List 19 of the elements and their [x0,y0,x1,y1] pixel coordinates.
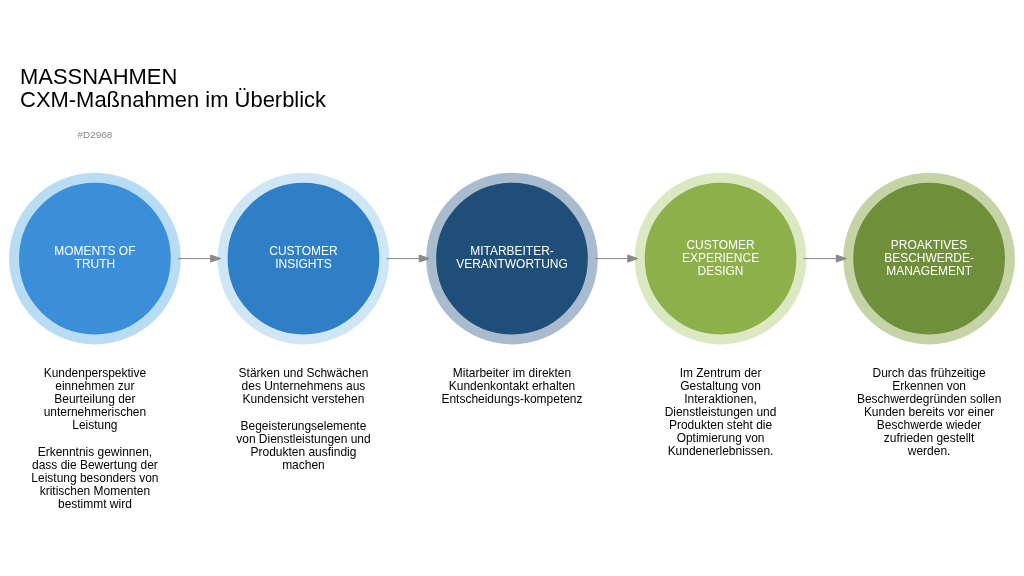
node-circle: CUSTOMER INSIGHTS [217,172,390,344]
node-circle: MOMENTS OF TRUTH [9,172,181,344]
arrow [803,254,847,263]
node-label: Kundenperspektive einnehmen zur Beurteilung der unternehmerischen Leistung [43,365,147,432]
node-circle: MITARBEITER-VERANTWORTUNG [426,172,598,344]
caption: CXM-Maßnahmen im Überblick [20,86,327,112]
diagram-title: MASSNAHMEN [20,63,178,89]
node-label: Begeisterungselemente von Dienstleistungen und Produkten ausfindig machen [236,418,371,472]
label: #D2968 [77,128,113,140]
node-label: Mitarbeiter im direkten Kundenkontakt erhalten Entscheidungs-kompetenz [441,365,583,406]
node-label: Im Zentrum der Gestaltung von Interaktionen, Dienstleistungen und Produkten steht die Optimierung von Kundenerlebnissen. [664,365,777,458]
node-label: Stärken und Schwächen des Unternehmens aus Kundensicht verstehen [238,365,369,406]
arrow [594,254,639,263]
node-label: Erkenntnis gewinnen, dass die Bewertung der Leistung besonders von kritischen Momenten bestimmt wird [31,444,159,511]
arrow [177,254,222,263]
node-circle: CUSTOMER EXPERIENCE DESIGN [634,172,807,344]
node-circle: PROAKTIVES BESCHWERDE-MANAGEMENT [843,172,1015,344]
arrow [385,254,430,263]
node-label: Durch das frühzeitige Erkennen von Beschwerdegründen sollen Kunden bereits vor einer Beschwerde wieder zufrieden gestellt werden. [856,365,1002,458]
